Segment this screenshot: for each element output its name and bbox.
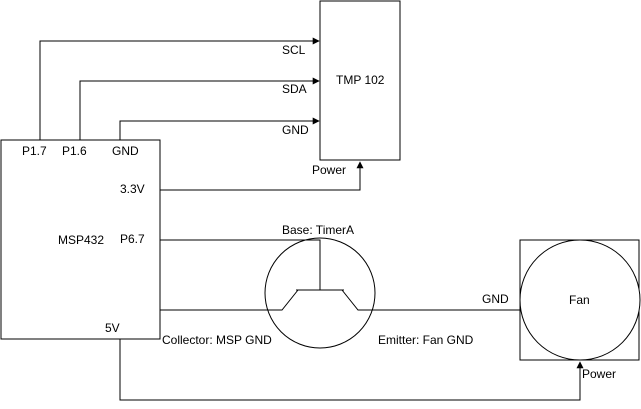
emitter-wire bbox=[341, 289, 520, 311]
collector-wire bbox=[160, 289, 299, 311]
pin-p1-6-label: P1.6 bbox=[62, 144, 87, 158]
fan-symbol bbox=[519, 239, 641, 361]
tmp102-label: TMP 102 bbox=[336, 73, 385, 87]
scl-label: SCL bbox=[282, 43, 306, 57]
fan-power-wire bbox=[119, 339, 584, 401]
pin-5v-label: 5V bbox=[105, 321, 120, 335]
pin-p6-7-label: P6.7 bbox=[120, 232, 145, 246]
fan-gnd-label: GND bbox=[482, 292, 509, 306]
fan-label: Fan bbox=[569, 293, 590, 307]
scl-wire bbox=[39, 37, 320, 140]
pin-gnd-label: GND bbox=[112, 144, 139, 158]
fan-power-label: Power bbox=[582, 367, 616, 381]
pin-3v3-label: 3.3V bbox=[120, 182, 145, 196]
pin-p1-7-label: P1.7 bbox=[22, 144, 47, 158]
emitter-label: Emitter: Fan GND bbox=[378, 333, 474, 347]
transistor-symbol bbox=[264, 237, 376, 349]
tmp-power-wire bbox=[160, 161, 364, 191]
tmp-power-label: Power bbox=[312, 163, 346, 177]
tmp102-block bbox=[319, 0, 401, 161]
collector-label: Collector: MSP GND bbox=[162, 333, 272, 347]
sda-wire bbox=[79, 77, 320, 140]
sda-label: SDA bbox=[282, 82, 307, 96]
base-wire bbox=[160, 239, 321, 290]
msp432-label: MSP432 bbox=[58, 233, 104, 247]
base-label: Base: TimerA bbox=[282, 223, 354, 237]
tmp-gnd-label: GND bbox=[282, 123, 309, 137]
tmp-gnd-wire bbox=[119, 117, 320, 140]
msp432-block bbox=[0, 139, 161, 340]
